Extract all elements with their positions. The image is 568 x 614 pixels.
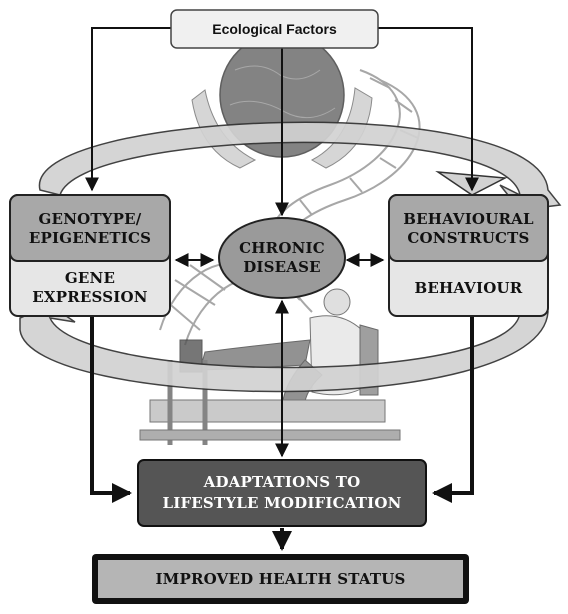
adaptations-label: ADAPTATIONS TO LIFESTYLE MODIFICATION [138,462,426,524]
chronic-disease-line1: CHRONIC [239,239,325,257]
ecological-connectors [85,27,479,217]
genotype-label: GENOTYPE/ EPIGENETICS [10,198,170,260]
behavioural-constructs-line2: CONSTRUCTS [407,229,530,247]
gene-expression-line2: EXPRESSION [32,288,148,306]
chronic-disease-ellipse [218,217,346,299]
behavioural-constructs-box [388,194,549,262]
gene-expression-line1: GENE [64,269,116,287]
improved-health-label: IMPROVED HEALTH STATUS [155,570,406,588]
genotype-line2: EPIGENETICS [28,229,152,247]
genotype-box [9,194,171,262]
adaptations-box [137,459,427,527]
gene-expression-adaptations-arrow [90,316,132,503]
behaviour-adaptations-arrow [432,316,474,503]
behavioural-constructs-label: BEHAVIOURAL CONSTRUCTS [389,198,548,260]
behavioural-constructs-line1: BEHAVIOURAL [403,210,534,228]
gene-expression-label: GENE EXPRESSION [10,262,170,314]
chronic-disease-label: CHRONIC DISEASE [219,228,345,288]
chronic-disease-line2: DISEASE [243,258,321,276]
genotype-line1: GENOTYPE/ [38,210,142,228]
adaptations-line2: LIFESTYLE MODIFICATION [162,494,402,512]
improved-health-inner [98,560,463,598]
ecological-factors-box [170,9,379,49]
ecological-factors-label: Ecological Factors [212,21,337,37]
behaviour-label: BEHAVIOUR [414,279,523,297]
adaptations-line1: ADAPTATIONS TO [203,473,361,491]
